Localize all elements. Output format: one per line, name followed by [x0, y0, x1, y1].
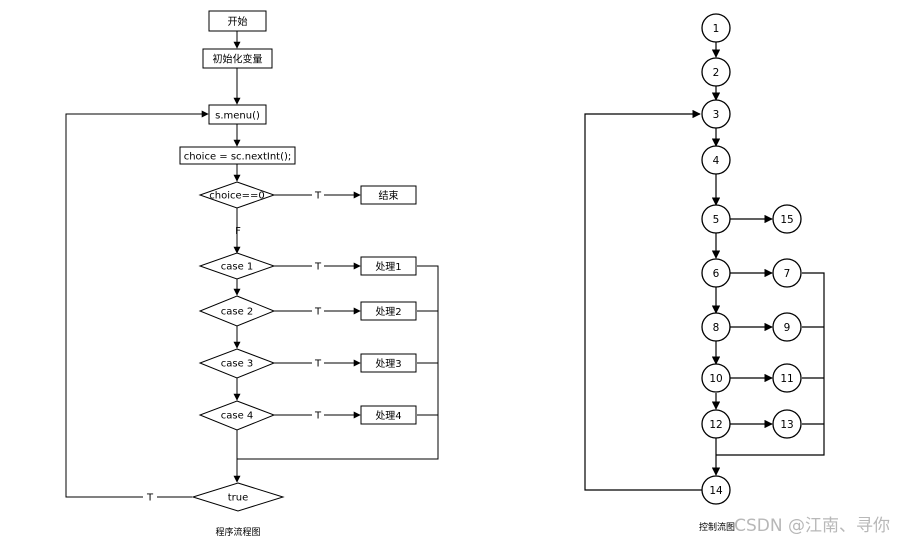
cfg-node-2	[701, 57, 731, 87]
cfg-caption: 控制流图	[699, 521, 735, 533]
cfg-node-3	[701, 99, 731, 129]
start-label: 开始	[228, 15, 248, 28]
cfg-node-1	[701, 13, 731, 43]
cfg-edge-7-merge	[716, 272, 825, 456]
cfg-node-14-label: 14	[709, 485, 723, 497]
handler2-label: 处理2	[375, 306, 401, 318]
cfg-node-7	[772, 258, 802, 288]
cfg-node-14	[701, 475, 731, 505]
handler2-node	[360, 301, 417, 321]
case1-label: case 1	[221, 262, 254, 273]
case3-true-label: T	[314, 359, 322, 370]
loop-label: true	[228, 493, 249, 504]
input-label: choice = sc.nextInt();	[184, 152, 292, 163]
end-label: 结束	[379, 189, 399, 202]
cfg-node-11-label: 11	[780, 373, 793, 385]
decision0-label: choice==0	[209, 191, 265, 202]
menu-label: s.menu()	[215, 111, 260, 122]
start-node	[208, 10, 267, 32]
cfg-node-15-label: 15	[780, 214, 793, 226]
cfg-node-15	[772, 204, 802, 234]
handler1-node	[360, 256, 417, 276]
case4-node	[198, 400, 276, 431]
cfg-node-6-label: 6	[713, 268, 720, 280]
init-label: 初始化变量	[213, 53, 263, 66]
loop-true-label: T	[146, 493, 154, 504]
handler1-label: 处理1	[375, 261, 401, 273]
case3-label: case 3	[221, 359, 254, 370]
cfg-node-10-label: 10	[709, 373, 722, 385]
case2-label: case 2	[221, 307, 254, 318]
decision0-false-label: F	[235, 226, 241, 237]
cfg-node-5-label: 5	[713, 214, 720, 226]
cfg-node-6	[701, 258, 731, 288]
case4-true-label: T	[314, 411, 322, 422]
end-node	[360, 185, 417, 205]
case3-node	[198, 348, 276, 379]
edge-loop-back	[65, 110, 209, 498]
cfg-node-13-label: 13	[780, 419, 793, 431]
cfg-node-10	[701, 363, 731, 393]
cfg-node-5	[701, 204, 731, 234]
cfg-node-13	[772, 409, 802, 439]
handler3-node	[360, 353, 417, 373]
cfg-edge-14-3	[584, 109, 702, 491]
handler4-node	[360, 405, 417, 425]
program-flowchart: 开始 初始化变量 s.menu() choice = sc.nextInt();…	[65, 10, 439, 538]
decision0-true-label: T	[314, 191, 322, 202]
cfg-node-8	[701, 312, 731, 342]
control-flow-graph: 1 2 3 4 5 6 7 8 9 10 11 12 13 14 15 控制流图	[584, 13, 825, 533]
case2-true-label: T	[314, 307, 322, 318]
init-node	[202, 48, 273, 69]
cfg-node-1-label: 1	[713, 23, 720, 35]
cfg-node-12-label: 12	[709, 419, 722, 431]
input-node	[179, 146, 296, 165]
watermark: CSDN @江南、寻你	[734, 516, 890, 536]
cfg-node-4	[701, 145, 731, 175]
cfg-node-9	[772, 312, 802, 342]
handler3-label: 处理3	[375, 358, 401, 370]
cfg-node-12	[701, 409, 731, 439]
flowchart-caption: 程序流程图	[215, 526, 260, 538]
cfg-node-3-label: 3	[713, 109, 720, 121]
menu-node	[208, 104, 267, 125]
case4-label: case 4	[221, 411, 254, 422]
cfg-node-4-label: 4	[713, 155, 720, 167]
cfg-node-9-label: 9	[784, 322, 791, 334]
decision0-node	[198, 181, 276, 209]
case2-node	[198, 295, 276, 327]
loop-node	[191, 482, 285, 512]
cfg-node-2-label: 2	[713, 67, 720, 79]
cfg-node-7-label: 7	[784, 268, 791, 280]
cfg-node-8-label: 8	[713, 322, 720, 334]
cfg-node-11	[772, 363, 802, 393]
case1-true-label: T	[314, 262, 322, 273]
case1-node	[198, 252, 276, 280]
handler4-label: 处理4	[375, 410, 401, 422]
